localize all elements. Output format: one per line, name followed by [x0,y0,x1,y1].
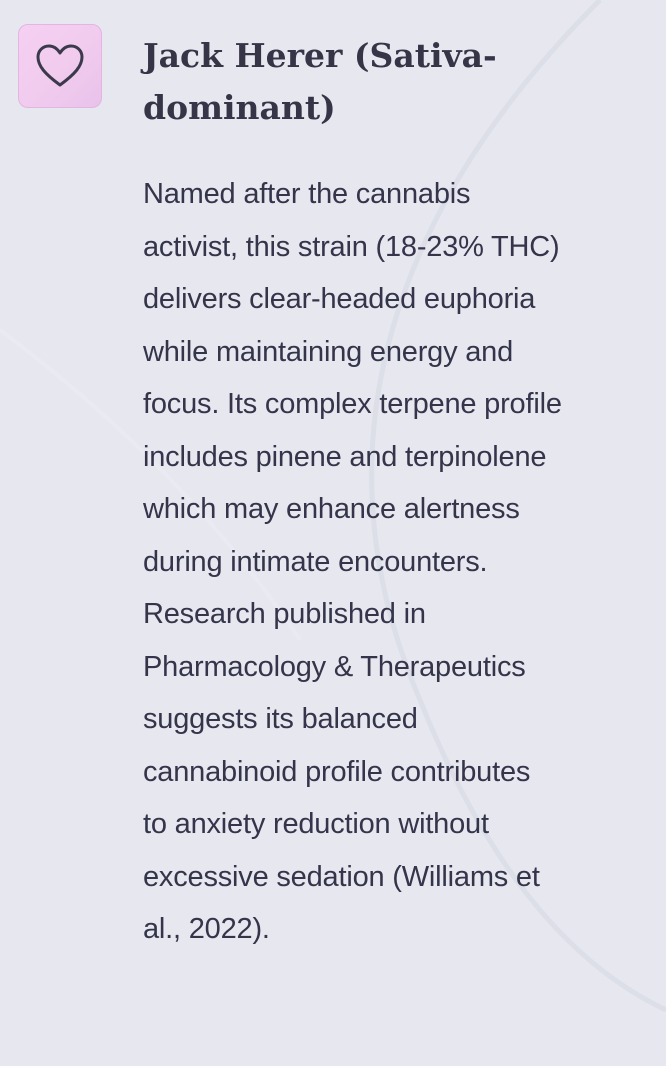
description-line: Pharmacology & Therapeutics [143,650,526,683]
description-line: which may enhance alertness [143,493,520,525]
description-line: delivers clear-headed euphoria [143,283,536,315]
heart-outline-icon [36,44,84,87]
description-line: Research published in [143,598,426,630]
description-line: focus. Its complex terpene profile [143,388,562,420]
description-line: suggests its balanced [143,703,418,735]
favorite-button[interactable] [18,24,102,108]
description-line: includes pinene and terpinolene [143,440,547,473]
description-line: cannabinoid profile contributes [143,755,531,788]
strain-title: Jack Herer (Sativa-dominant) [143,36,497,127]
description-line: while maintaining energy and [143,335,514,368]
description-line: Named after the cannabis [143,178,471,210]
description-line: during intimate encounters. [143,545,488,578]
description-line: excessive sedation (Williams et [143,860,540,893]
description-line: to anxiety reduction without [143,808,489,840]
description-line: activist, this strain (18-23% THC) [143,230,560,263]
strain-description: Named after the cannabis activist, this … [143,168,653,956]
description-line: al., 2022). [143,913,270,945]
